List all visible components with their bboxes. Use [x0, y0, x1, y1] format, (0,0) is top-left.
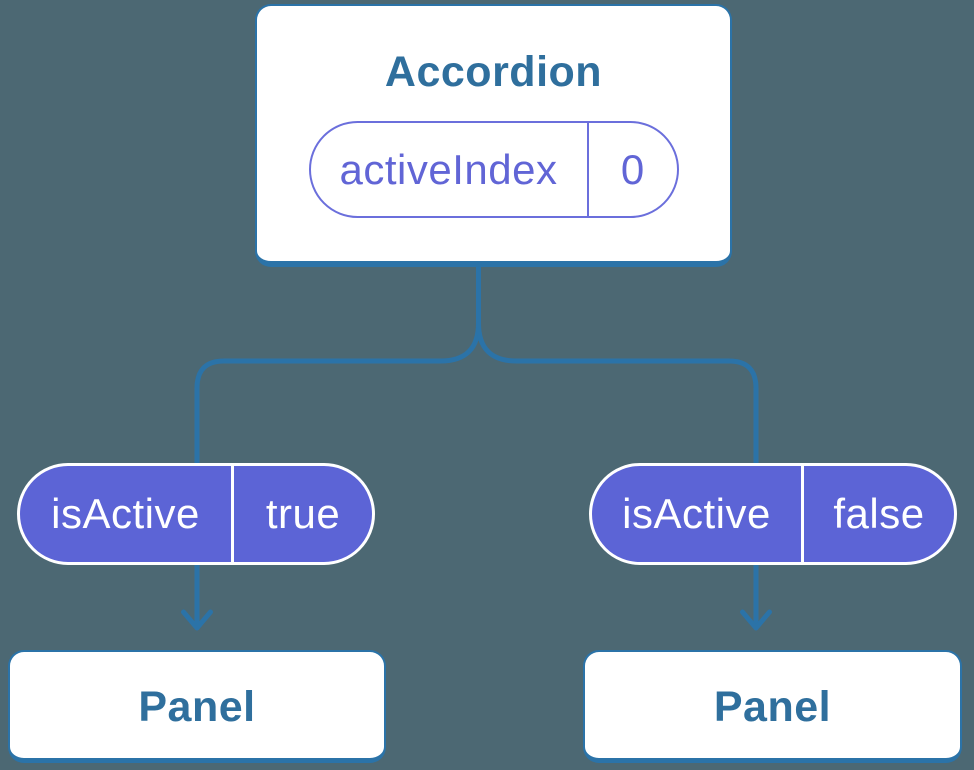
arrow-head-right-icon — [740, 609, 772, 631]
panel-title: Panel — [138, 683, 256, 732]
arrow-head-left-icon — [181, 609, 213, 631]
panel-title: Panel — [713, 683, 832, 732]
connector-right-branch — [476, 259, 759, 628]
prop-pill-is-active-false: isActive false — [589, 463, 957, 565]
state-name-label: activeIndex — [339, 145, 558, 193]
prop-name-label: isActive — [51, 490, 200, 537]
connector-left-branch — [194, 259, 481, 628]
state-pill-divider — [586, 123, 589, 217]
prop-pill-divider — [231, 466, 234, 562]
accordion-node: Accordion activeIndex 0 — [255, 4, 732, 267]
panel-node-left: Panel — [8, 650, 386, 763]
prop-pill-is-active-true: isActive true — [17, 463, 375, 565]
prop-pill-divider — [801, 466, 804, 562]
prop-value: false — [833, 490, 925, 537]
prop-value: true — [265, 490, 341, 537]
prop-name-label: isActive — [622, 490, 771, 537]
state-value: 0 — [620, 145, 645, 193]
panel-node-right: Panel — [583, 650, 962, 763]
state-pill: activeIndex 0 — [308, 121, 679, 219]
accordion-title: Accordion — [384, 48, 603, 96]
